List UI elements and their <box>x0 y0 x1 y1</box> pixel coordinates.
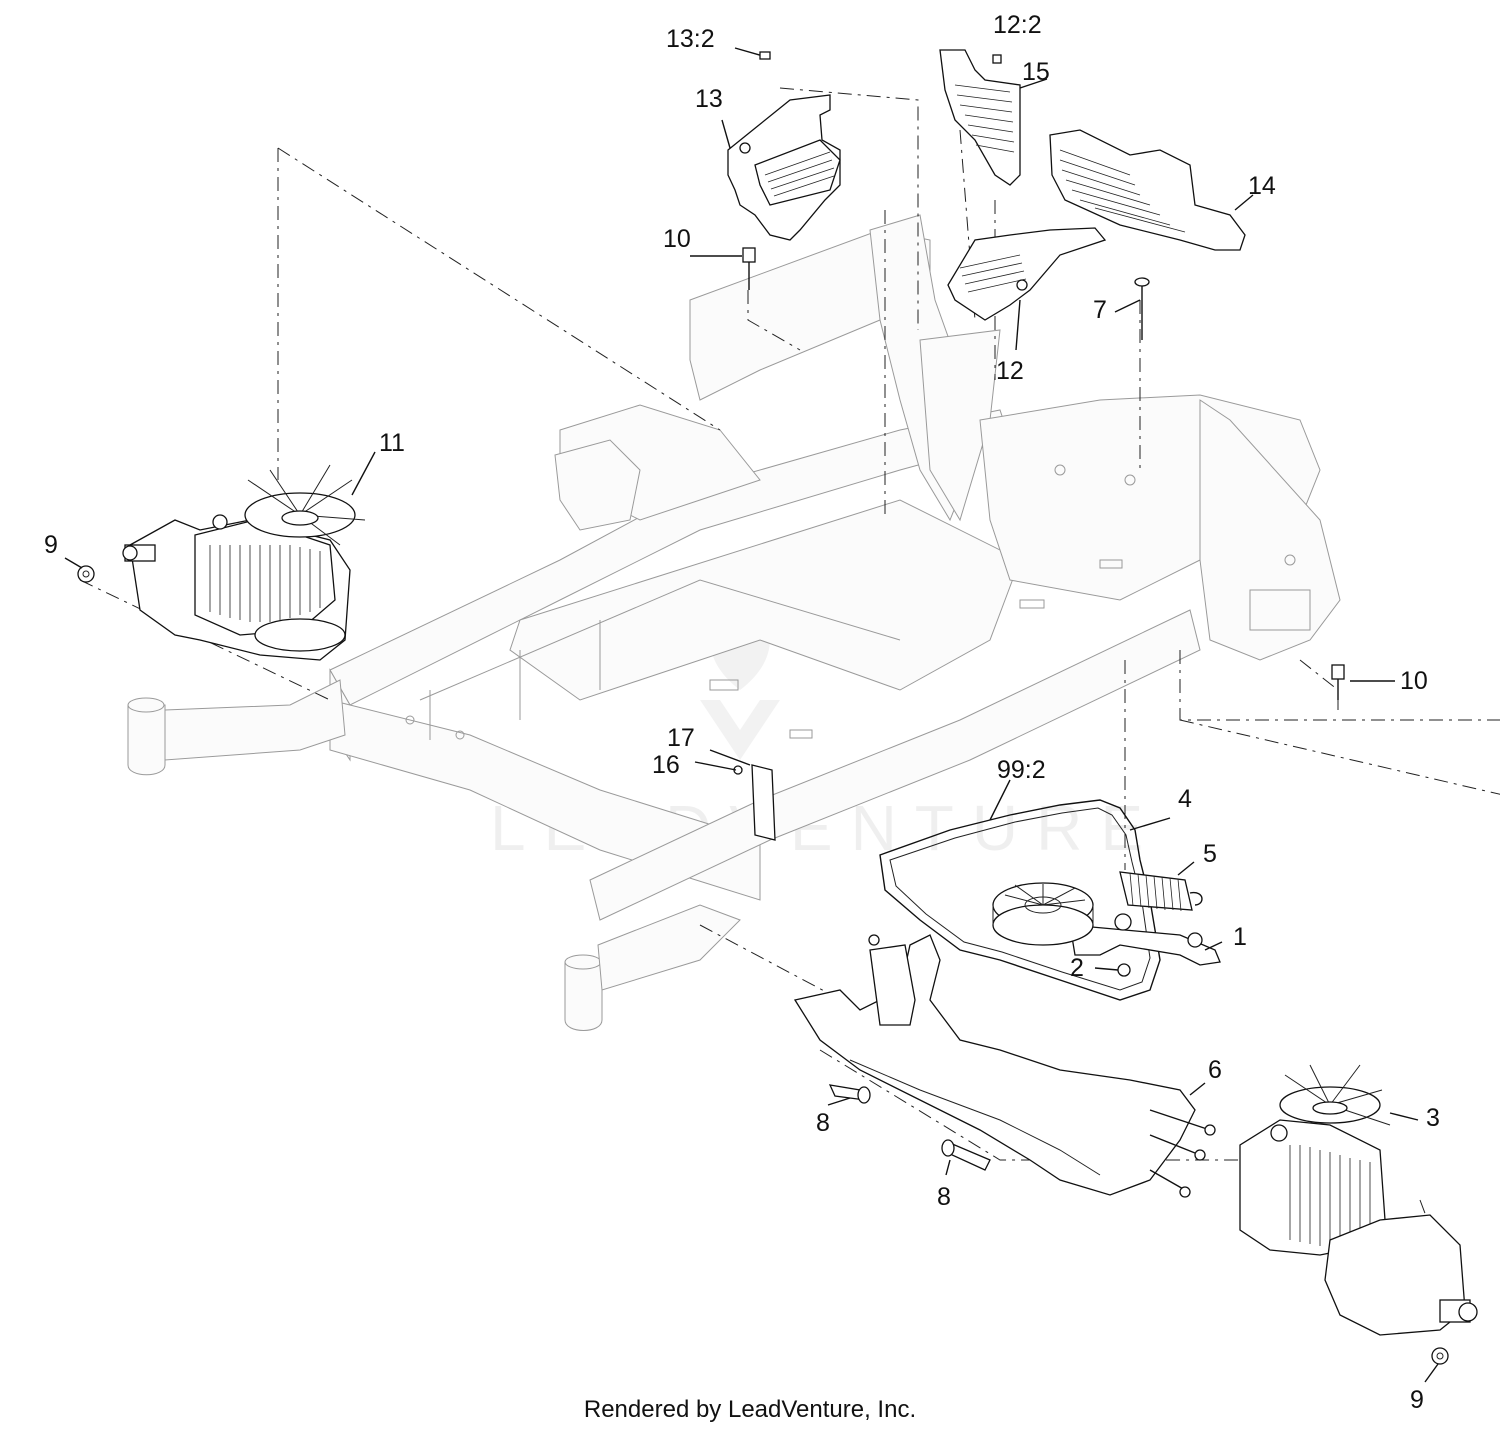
callout-5: 5 <box>1203 840 1217 868</box>
part-8-pin-b <box>941 1139 991 1171</box>
callout-14: 14 <box>1248 172 1276 200</box>
part-10-bolt-right <box>1331 664 1345 700</box>
callout-7: 7 <box>1093 296 1107 324</box>
drive-belt <box>879 799 1161 1001</box>
part-17-bracket <box>751 764 776 841</box>
part-15-shield <box>939 49 1021 186</box>
part-12-2-nut <box>992 54 1002 64</box>
mower-frame <box>127 214 1341 1031</box>
part-12-shield <box>947 227 1107 321</box>
part-7-bolt <box>1134 277 1150 340</box>
callout-16: 16 <box>652 751 680 779</box>
part-5-spring <box>1119 871 1203 912</box>
assembly-lines <box>79 87 1500 1281</box>
callout-10-b: 10 <box>1400 667 1428 695</box>
callout-13: 13 <box>695 85 723 113</box>
part-11-hydro-transmission <box>122 464 366 661</box>
callout-10-a: 10 <box>663 225 691 253</box>
callout-13-2: 13:2 <box>666 25 715 53</box>
callout-99-2: 99:2 <box>997 756 1046 784</box>
callout-1: 1 <box>1233 923 1247 951</box>
idler-pulley <box>992 882 1094 946</box>
callout-9-b: 9 <box>1410 1386 1424 1414</box>
callout-6: 6 <box>1208 1056 1222 1084</box>
callout-8-b: 8 <box>937 1183 951 1211</box>
callout-17: 17 <box>667 724 695 752</box>
part-3-hydro-transmission <box>1239 1064 1478 1336</box>
part-14-shield <box>1049 129 1246 251</box>
callout-8-a: 8 <box>816 1109 830 1137</box>
part-10-bolt-top <box>742 247 756 290</box>
part-9-nut-left <box>77 565 95 583</box>
part-9-nut-right <box>1431 1347 1449 1365</box>
callout-9-a: 9 <box>44 531 58 559</box>
callout-2: 2 <box>1070 954 1084 982</box>
callout-12-2: 12:2 <box>993 11 1042 39</box>
part-1-idler-arm <box>1069 913 1221 966</box>
callout-3: 3 <box>1426 1104 1440 1132</box>
part-2-bolt <box>1117 963 1131 977</box>
part-8-pin-a <box>828 1084 871 1104</box>
footer-credit: Rendered by LeadVenture, Inc. <box>583 1396 917 1423</box>
callout-labels: 1 2 3 4 5 6 7 8 8 9 9 10 10 11 12 12:2 1… <box>44 11 1440 1414</box>
callout-4: 4 <box>1178 785 1192 813</box>
callout-15: 15 <box>1022 58 1050 86</box>
part-13-2-clip <box>734 47 771 60</box>
part-13-shield <box>727 94 841 241</box>
part-6-mount-bracket <box>793 934 1216 1198</box>
callout-11: 11 <box>379 429 405 457</box>
callout-12: 12 <box>996 357 1024 385</box>
leader-lines <box>64 78 1439 1383</box>
